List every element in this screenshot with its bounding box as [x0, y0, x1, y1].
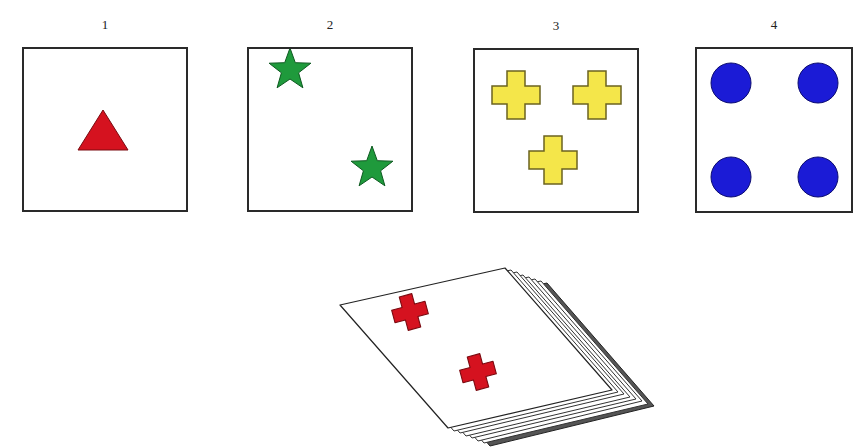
card-number: 3: [475, 18, 637, 33]
card-number: 4: [697, 17, 851, 32]
blue-circle: [798, 63, 838, 103]
blue-circle: [798, 157, 838, 197]
green-star: [351, 146, 393, 186]
red-triangle: [78, 110, 128, 150]
yellow-cross: [492, 71, 540, 119]
stimulus-card: 3: [473, 48, 639, 213]
stimulus-card: 1: [22, 47, 188, 212]
stimulus-card: 4: [695, 47, 853, 213]
blue-circle: [711, 157, 751, 197]
top-card: [340, 268, 612, 428]
blue-circle: [711, 63, 751, 103]
card-deck: [340, 268, 654, 446]
green-star: [269, 48, 311, 88]
yellow-cross: [573, 71, 621, 119]
red-cross: [457, 351, 499, 393]
card-number: 1: [24, 17, 186, 32]
stimulus-card: 2: [247, 47, 413, 212]
red-cross: [389, 291, 431, 333]
yellow-cross: [529, 136, 577, 184]
card-number: 2: [249, 17, 411, 32]
